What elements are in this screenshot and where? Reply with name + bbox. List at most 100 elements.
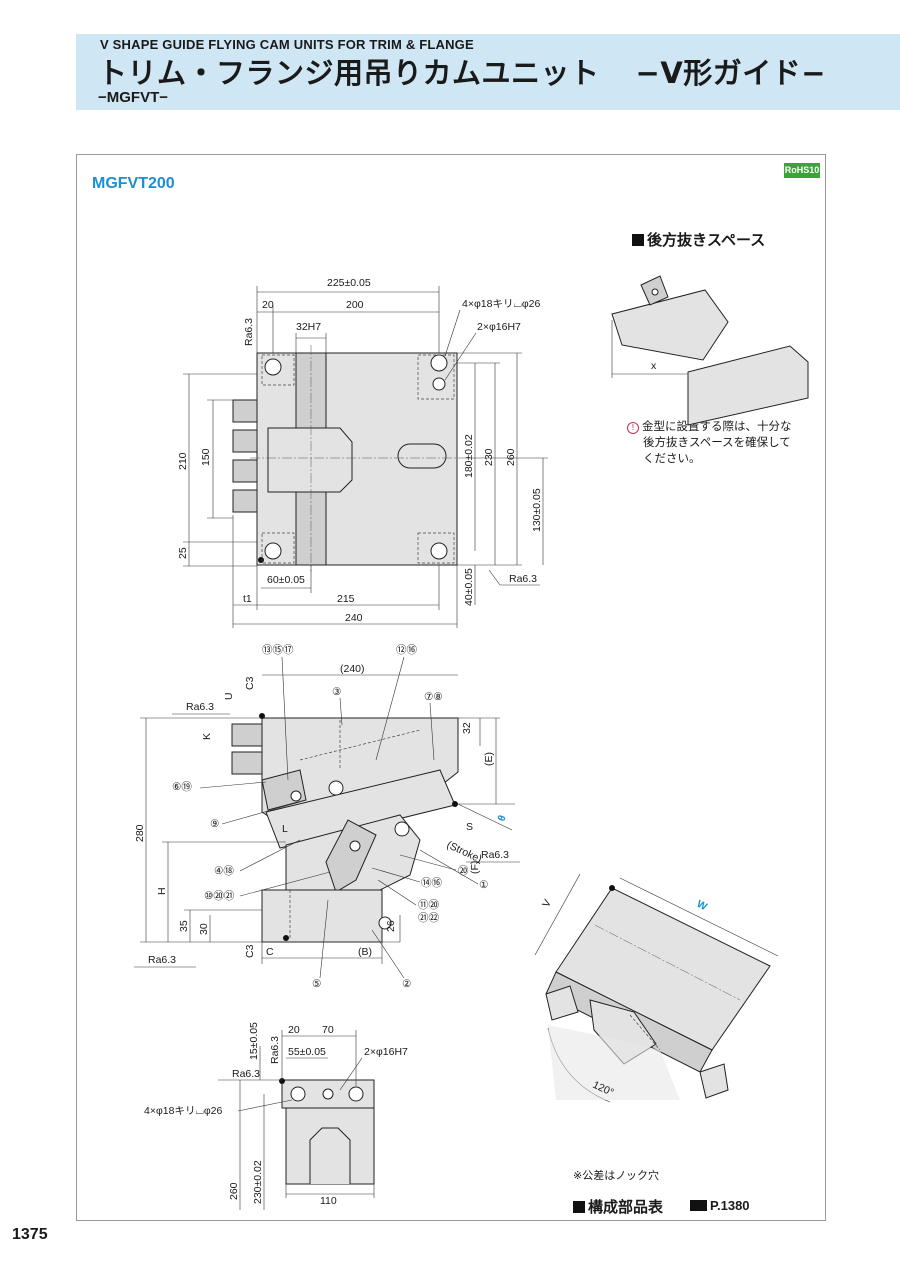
side-label-619: ⑥⑲ xyxy=(172,781,192,793)
side-view-hole-3 xyxy=(349,840,361,852)
leader-hole-2 xyxy=(444,332,477,381)
side-label-26: 26 xyxy=(385,920,397,932)
side-label-3: ③ xyxy=(332,686,342,698)
dim-60: 60±0.05 xyxy=(267,574,305,586)
rear-space-cam-block xyxy=(611,289,729,361)
tolerance-note: ※公差はノック穴 xyxy=(573,1169,659,1182)
side-label-theta: θ xyxy=(496,813,509,823)
bottom-dim-55: 55±0.05 xyxy=(288,1046,326,1058)
ra-left-text: Ra6.3 xyxy=(243,318,255,346)
header-model-series: −MGFVT− xyxy=(98,89,169,106)
note-line-3: ください。 xyxy=(643,451,701,465)
bottom-dim-20: 20 xyxy=(288,1024,300,1036)
side-label-e: (E) xyxy=(483,752,495,766)
rear-space-sketch: x xyxy=(611,275,809,426)
side-label-h: H xyxy=(156,887,168,895)
bottom-dim-260: 260 xyxy=(228,1182,240,1200)
side-label-35: 35 xyxy=(178,920,190,932)
side-view-base-block xyxy=(261,889,383,943)
top-view-reference-mark xyxy=(258,557,264,563)
parts-page-reference[interactable]: P.1380 xyxy=(690,1198,750,1213)
leader-2 xyxy=(371,929,405,979)
leader-619 xyxy=(199,781,267,789)
bottom-ra-b: Ra6.3 xyxy=(232,1068,260,1080)
side-label-c: C xyxy=(266,946,274,958)
rohs-badge: RoHS10 xyxy=(784,163,820,178)
top-view-bolt-2 xyxy=(232,429,258,453)
square-bullet-icon xyxy=(632,234,644,246)
hole-callout-2: 2×φ16H7 xyxy=(477,321,521,333)
bottom-hole-callout-1: 4×φ18キリ⌴φ26 xyxy=(144,1105,223,1117)
dim-25: 25 xyxy=(177,547,189,559)
top-view-hidden-3 xyxy=(261,532,295,564)
top-view-hole-tl xyxy=(264,358,282,376)
dim-32h7: 32H7 xyxy=(296,321,321,333)
dim-260: 260 xyxy=(505,448,517,466)
ref-page-text: P.1380 xyxy=(710,1198,750,1213)
dim-150: 150 xyxy=(200,448,212,466)
side-view-bolt-2 xyxy=(231,751,263,775)
caution-icon: ! xyxy=(627,422,639,434)
top-view-hidden-2 xyxy=(417,354,455,400)
header-english-title: V SHAPE GUIDE FLYING CAM UNITS FOR TRIM … xyxy=(100,37,474,52)
top-view-cam-plate xyxy=(267,427,353,493)
iso-label-v: V xyxy=(540,898,554,910)
side-label-b: (B) xyxy=(358,946,372,958)
top-view-hidden-1 xyxy=(261,354,295,386)
side-label-9: ⑨ xyxy=(210,818,220,830)
side-label-1416: ⑭⑯ xyxy=(421,877,442,889)
iso-view: V W 120° xyxy=(534,873,779,1103)
dim-200: 200 xyxy=(346,299,364,311)
iso-view-left-rail xyxy=(545,985,579,1021)
leader-20 xyxy=(399,854,457,871)
leader-131517 xyxy=(281,656,289,781)
parts-heading: 構成部品表 xyxy=(573,1196,663,1217)
side-view-hole-1 xyxy=(328,780,344,796)
side-label-240: (240) xyxy=(340,663,365,675)
iso-angle-fill xyxy=(548,1025,680,1100)
bottom-ra-a: Ra6.3 xyxy=(269,1036,281,1064)
page-number: 1375 xyxy=(12,1226,48,1243)
bottom-dim-110: 110 xyxy=(320,1195,337,1207)
side-view-mark-top xyxy=(259,713,265,719)
iso-label-w: W xyxy=(695,898,709,913)
leader-1 xyxy=(419,849,479,885)
iso-dim-line-w xyxy=(619,877,779,957)
bottom-view-hole-1 xyxy=(290,1086,306,1102)
side-view-hole-2 xyxy=(394,821,410,837)
rear-space-note: !金型に設置する際は、十分な 後方抜きスペースを確保して ください。 xyxy=(627,418,817,466)
note-line-1: 金型に設置する際は、十分な xyxy=(642,419,792,433)
dim-210: 210 xyxy=(177,452,189,470)
iso-view-mark xyxy=(609,885,615,891)
side-label-s: S xyxy=(466,821,473,833)
top-view-dowel-hole xyxy=(432,377,446,391)
dim-20: 20 xyxy=(262,299,274,311)
side-view-hidden-1 xyxy=(299,729,421,761)
side-label-102021: ⑩⑳㉑ xyxy=(204,890,235,902)
side-label-f: (F) xyxy=(469,861,481,874)
ra-bottom: Ra6.3 xyxy=(509,573,537,585)
rear-space-heading-text: 後方抜きスペース xyxy=(647,231,766,249)
side-view-mark-right xyxy=(452,801,458,807)
dim-40: 40±0.05 xyxy=(463,568,475,606)
top-view-hole-br xyxy=(430,542,448,560)
side-label-131517: ⑬⑮⑰ xyxy=(262,644,294,656)
side-label-78: ⑦⑧ xyxy=(424,691,443,703)
side-ra-top: Ra6.3 xyxy=(186,701,214,713)
side-label-c3-bot: C3 xyxy=(244,944,256,958)
side-label-5: ⑤ xyxy=(312,978,322,990)
header-japanese-title: トリム・フランジ用吊りカムユニット−V形ガイド− xyxy=(98,50,826,92)
bottom-view-mark xyxy=(279,1078,285,1084)
jp-title-suffix: −V形ガイド− xyxy=(635,56,827,90)
side-label-2122: ㉑㉒ xyxy=(418,912,439,924)
side-ra-bot: Ra6.3 xyxy=(148,954,176,966)
iso-dim-line-v xyxy=(534,873,581,956)
side-label-32: 32 xyxy=(461,722,473,734)
top-view-hidden-4 xyxy=(417,532,455,564)
top-view-bolt-3 xyxy=(232,459,258,483)
side-label-20: ⑳ xyxy=(458,865,469,877)
side-label-30: 30 xyxy=(198,923,210,935)
leader-78 xyxy=(429,702,435,761)
leader-1216 xyxy=(375,656,405,761)
